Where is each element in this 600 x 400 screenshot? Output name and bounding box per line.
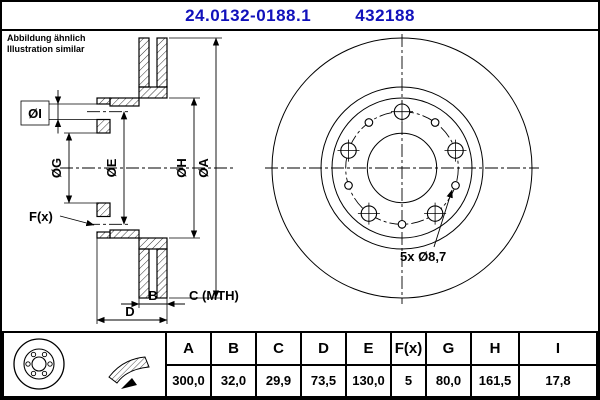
front-view: 5x Ø8,7 [271, 37, 533, 299]
note-line-de: Abbildung ähnlich [7, 33, 86, 43]
col-header-b: B [210, 331, 257, 366]
dim-label-i: ØI [28, 106, 42, 121]
dim-label-a: ØA [196, 158, 211, 178]
article-number: 432188 [355, 5, 415, 25]
value-fx: 5 [390, 363, 427, 398]
section-view [96, 37, 168, 299]
dimension-table: A B C D E F(x) G H I 300,0 32,0 29,9 73,… [2, 331, 598, 398]
col-header-h: H [470, 331, 520, 366]
col-header-e: E [345, 331, 392, 366]
value-e: 130,0 [345, 363, 392, 398]
dim-label-e: ØE [104, 158, 119, 177]
table-row: 300,0 32,0 29,9 73,5 130,0 5 80,0 161,5 … [3, 363, 598, 398]
col-header-c: C [255, 331, 302, 366]
dim-label-d: D [125, 304, 134, 319]
value-a: 300,0 [165, 363, 212, 398]
value-d: 73,5 [300, 363, 347, 398]
value-i: 17,8 [518, 363, 598, 398]
col-header-i: I [518, 331, 598, 366]
dim-label-h: ØH [174, 158, 189, 178]
dim-label-b: B [148, 288, 157, 303]
dim-label-c-mth: C (MTH) [189, 288, 239, 303]
brake-disc-icon [13, 338, 150, 390]
col-header-g: G [425, 331, 472, 366]
dim-label-fx: F(x) [29, 209, 53, 224]
dim-label-g: ØG [49, 158, 64, 178]
disc-icon-cell [2, 331, 167, 398]
header: 24.0132-0188.1 432188 [2, 2, 598, 31]
value-g: 80,0 [425, 363, 472, 398]
part-number: 24.0132-0188.1 [185, 5, 312, 25]
centerlines [60, 34, 539, 304]
col-header-a: A [165, 331, 212, 366]
brake-pad-icon [108, 356, 150, 389]
technical-drawing: ØI ØG ØE ØH ØA F(x) [20, 34, 539, 324]
col-header-fx: F(x) [390, 331, 427, 366]
value-b: 32,0 [210, 363, 257, 398]
dimensions: ØI ØG ØE ØH ØA F(x) [20, 37, 239, 324]
similarity-note: Abbildung ähnlich Illustration similar [7, 33, 86, 56]
value-h: 161,5 [470, 363, 520, 398]
note-line-en: Illustration similar [7, 44, 85, 55]
hole-count-note: 5x Ø8,7 [400, 249, 446, 264]
col-header-d: D [300, 331, 347, 366]
value-c: 29,9 [255, 363, 302, 398]
